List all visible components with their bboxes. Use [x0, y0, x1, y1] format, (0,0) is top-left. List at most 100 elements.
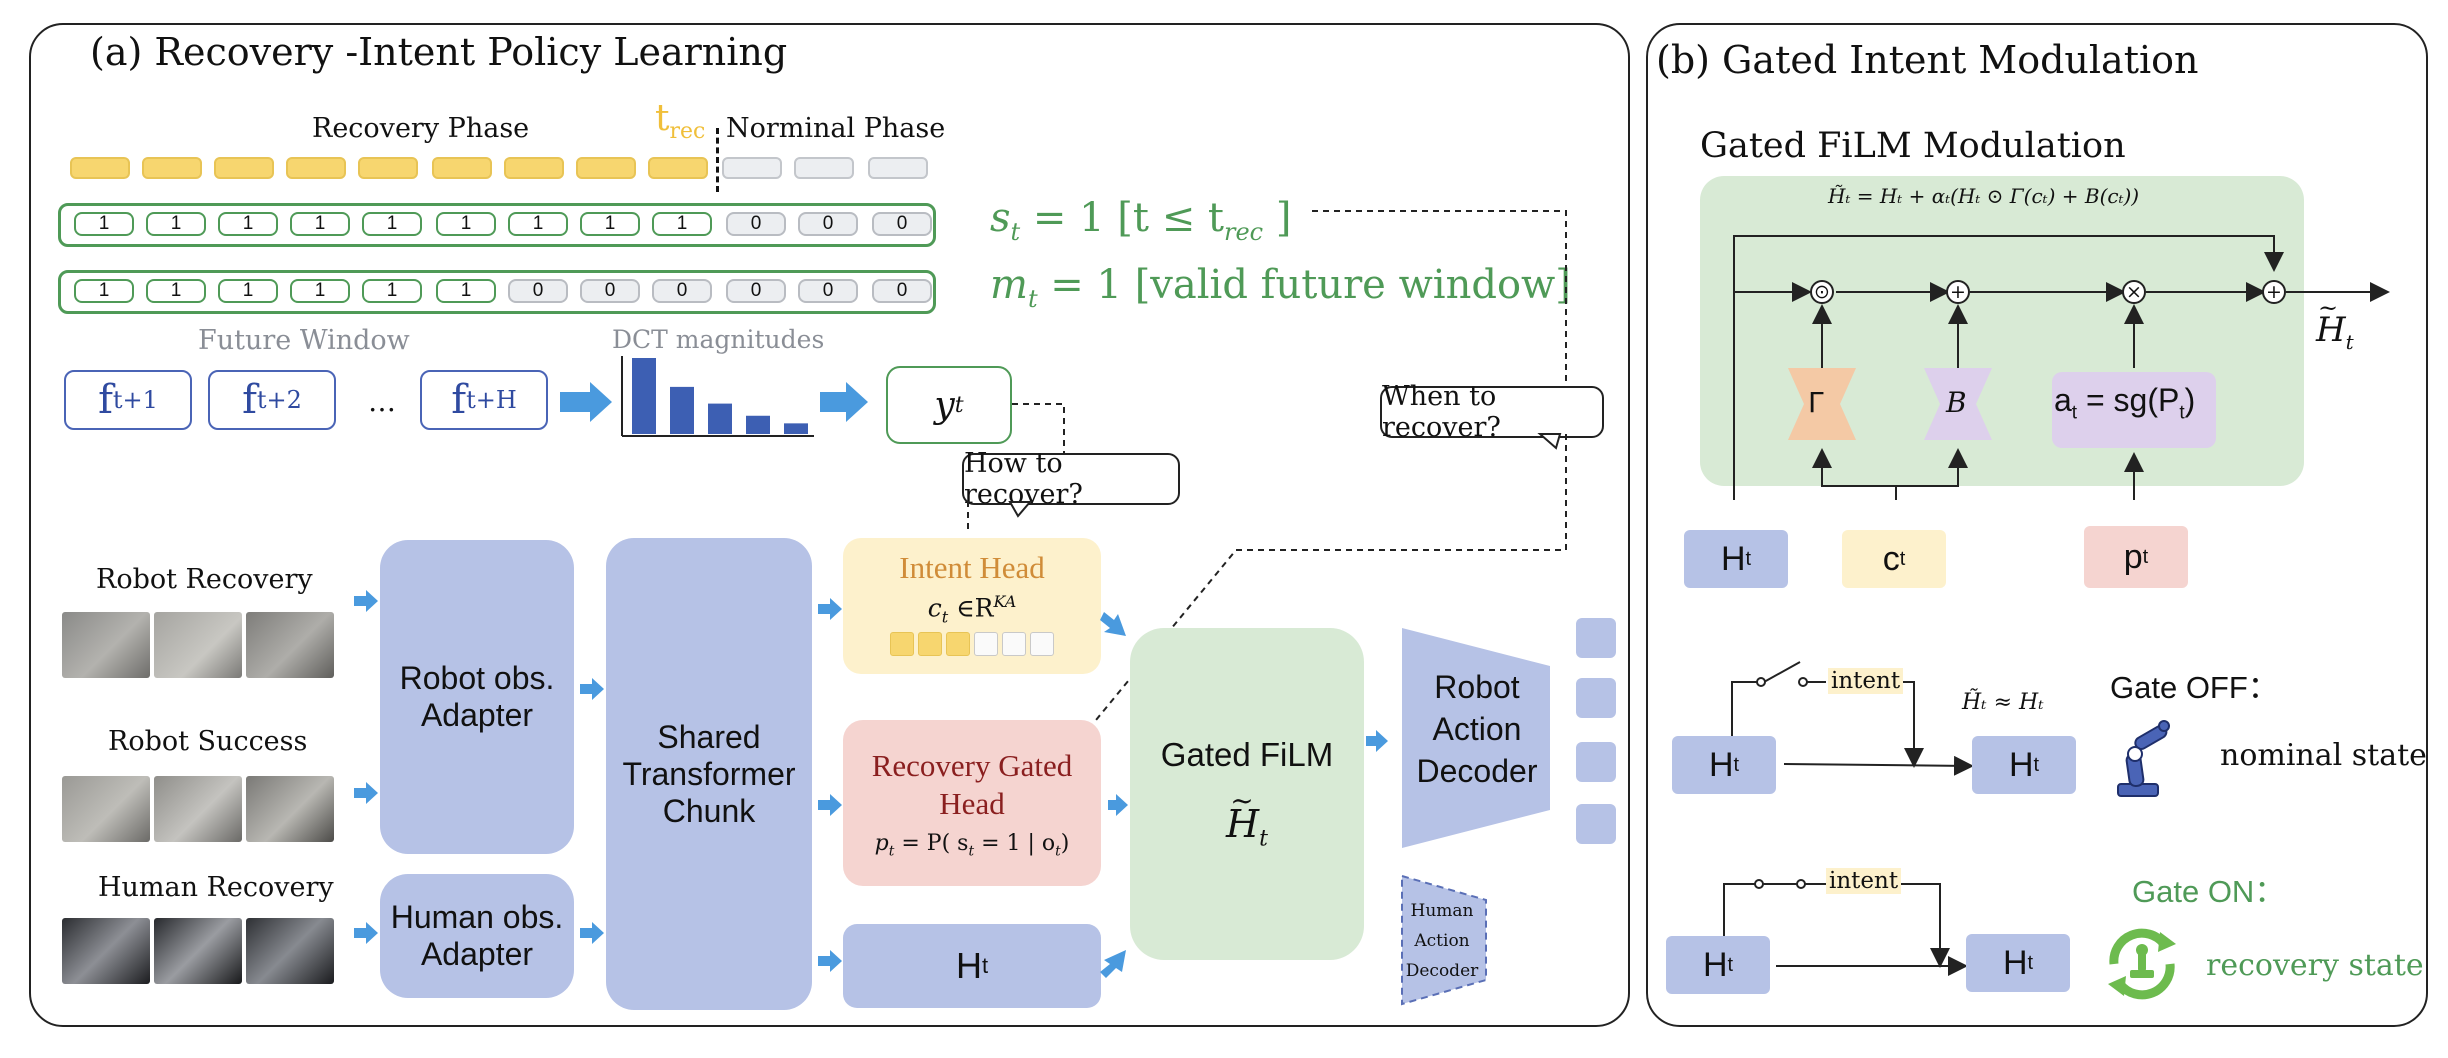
phase-cell: [722, 157, 782, 179]
alpha-label: at = sg(Pt): [2054, 382, 2196, 424]
panel-a-title: (a) Recovery -Intent Policy Learning: [90, 30, 788, 74]
gated-film-h-tilde: ~Ht: [1226, 784, 1268, 852]
phase-cell: [358, 157, 418, 179]
intent-head-formula: ct ∈RKA: [927, 592, 1017, 627]
shared-transformer-chunk: Shared Transformer Chunk: [606, 538, 812, 1010]
gamma-trapezoid: [1788, 368, 1856, 440]
dashed-connectors: [967, 210, 1567, 721]
gate-off-diagram: [1731, 661, 1974, 776]
recovery-cycle-icon: [2108, 928, 2176, 1000]
s-bits: 1 1 1 1 1 1 1 1 1 0 0 0: [74, 212, 934, 238]
recovery-gated-head: Recovery Gated Head pt = P( st = 1 | ot): [843, 720, 1101, 886]
gate-on-diagram: [1723, 879, 1968, 976]
action-token: [1576, 804, 1616, 844]
human-action-decoder-shape: [1401, 874, 1487, 1006]
robot-success-label: Robot Success: [108, 726, 308, 757]
dct-bar: [784, 423, 808, 434]
human-action-decoder-label: Human Action Decoder: [1405, 901, 1479, 981]
m-bit: 1: [218, 279, 278, 303]
flow-arrows: [354, 590, 1388, 978]
s-bit: 1: [652, 212, 712, 236]
dct-bar: [708, 403, 732, 434]
recovery-phase-label: Recovery Phase: [312, 113, 530, 144]
robot-recovery-image: [62, 612, 150, 678]
s-bit: 1: [580, 212, 640, 236]
future-ellipsis: …: [368, 385, 396, 418]
robot-success-image: [154, 776, 242, 842]
s-bit: 1: [218, 212, 278, 236]
s-bit: 0: [726, 212, 786, 236]
m-bit: 1: [146, 279, 206, 303]
add-operator-1: +: [1946, 280, 1970, 304]
intent-head: Intent Head ct ∈RKA: [843, 538, 1101, 674]
robot-action-decoder-shape: [1402, 628, 1550, 848]
gate-on-label: Gate ON：: [2132, 874, 2286, 909]
m-bit: 1: [290, 279, 350, 303]
intent-cells: [890, 632, 1054, 657]
phase-cell: [142, 157, 202, 179]
dct-label: DCT magnitudes: [612, 325, 825, 354]
s-bit: 1: [362, 212, 422, 236]
action-token: [1576, 618, 1616, 658]
hadamard-operator: ⊙: [1810, 280, 1834, 304]
when-to-recover-bubble: When to recover?: [1380, 381, 1604, 443]
human-recovery-image: [246, 918, 334, 984]
s-bit: 1: [146, 212, 206, 236]
dct-bar: [670, 386, 694, 434]
robot-recovery-image: [154, 612, 242, 678]
dct-bar: [632, 358, 656, 434]
m-row: [58, 270, 936, 314]
phase-cell: [648, 157, 708, 179]
s-bit: 1: [74, 212, 134, 236]
beta-label: B: [1946, 386, 1967, 419]
m-bit: 1: [436, 279, 496, 303]
multiply-operator: ×: [2122, 280, 2146, 304]
robot-success-image: [246, 776, 334, 842]
s-bit: 1: [436, 212, 496, 236]
phase-cell: [868, 157, 928, 179]
robot-success-image: [62, 776, 150, 842]
m-bit: 0: [580, 279, 640, 303]
phase-cells: [70, 157, 940, 183]
phase-cell: [214, 157, 274, 179]
human-recovery-image: [62, 918, 150, 984]
action-token: [1576, 742, 1616, 782]
panel-b-title: (b) Gated Intent Modulation: [1656, 38, 2199, 82]
robot-arm-icon: [2117, 720, 2170, 797]
m-bit: 0: [726, 279, 786, 303]
s-bit: 0: [798, 212, 858, 236]
robot-action-decoder-label: Robot Action Decoder: [1416, 669, 1538, 789]
s-bit: 1: [508, 212, 568, 236]
phase-cell: [432, 157, 492, 179]
phase-cell: [504, 157, 564, 179]
gate-on-intent-tag: intent: [1826, 868, 1902, 894]
robot-recovery-image: [246, 612, 334, 678]
t-rec-label: trec: [655, 98, 706, 145]
film-diagram: [1733, 235, 2390, 500]
human-obs-adapter: Human obs. Adapter: [380, 874, 574, 998]
gated-film-title: Gated FiLM: [1160, 736, 1334, 774]
phase-cell: [576, 157, 636, 179]
s-bit: 0: [872, 212, 932, 236]
phase-cell: [70, 157, 130, 179]
gate-off-intent-tag: intent: [1828, 668, 1904, 694]
action-token: [1576, 678, 1616, 718]
m-bit: 0: [872, 279, 932, 303]
dct-arrows-svg: [560, 356, 868, 437]
gate-off-label: Gate OFF：: [2110, 670, 2279, 705]
m-bit: 0: [508, 279, 568, 303]
human-recovery-image: [154, 918, 242, 984]
phase-cell: [794, 157, 854, 179]
robot-recovery-label: Robot Recovery: [96, 564, 313, 595]
